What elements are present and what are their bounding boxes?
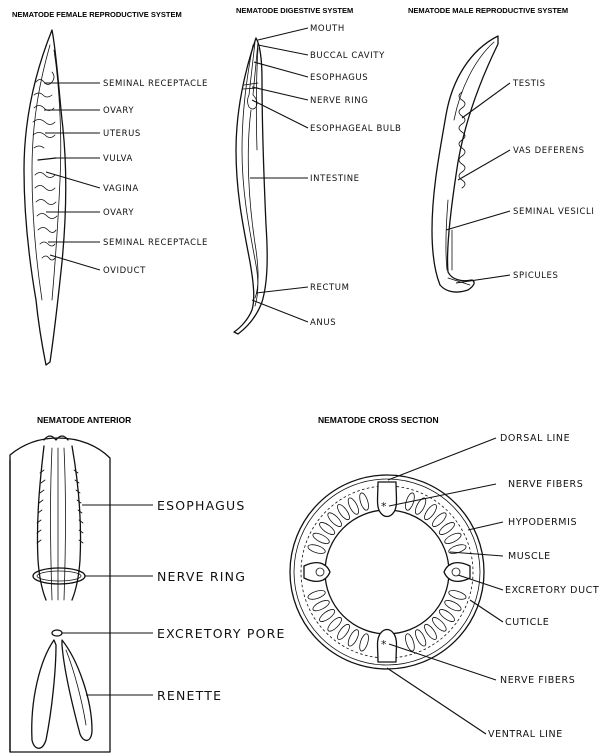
digestive-label-rectum: RECTUM xyxy=(310,283,350,293)
anterior-label-nerve-ring: NERVE RING xyxy=(157,569,246,584)
muscle-cell xyxy=(327,512,342,527)
digestive-system-panel: NEMATODE DIGESTIVE SYSTEM MOUTH BUCCAL C… xyxy=(233,6,401,335)
female-label-ovary-2: OVARY xyxy=(103,208,134,218)
male-reproductive-panel: NEMATODE MALE REPRODUCTIVE SYSTEM TESTIS… xyxy=(408,6,594,293)
anterior-label-renette: RENETTE xyxy=(157,688,222,703)
cross-label-hypodermis: HYPODERMIS xyxy=(508,517,577,528)
muscle-cell xyxy=(438,522,455,535)
digestive-label-leaders xyxy=(250,27,309,323)
cross-section-panel-title: NEMATODE CROSS SECTION xyxy=(318,415,439,425)
male-label-testis: TESTIS xyxy=(512,79,546,89)
male-worm-drawing xyxy=(431,35,499,293)
cross-label-nerve-fibers-1: NERVE FIBERS xyxy=(508,479,583,490)
anterior-label-excretory-pore: EXCRETORY PORE xyxy=(157,626,286,641)
muscle-cell xyxy=(337,504,350,521)
muscle-cell xyxy=(424,504,437,521)
muscle-cell xyxy=(337,623,350,640)
muscle-cell xyxy=(415,629,427,647)
muscle-cell xyxy=(319,609,336,622)
anterior-head-drawing xyxy=(9,435,111,753)
muscle-cell xyxy=(432,617,447,632)
muscle-cell xyxy=(327,617,342,632)
cross-section-panel: NEMATODE CROSS SECTION * * xyxy=(289,415,599,740)
female-label-oviduct: OVIDUCT xyxy=(103,266,146,276)
muscle-cells xyxy=(307,492,467,652)
anterior-panel-title: NEMATODE ANTERIOR xyxy=(37,415,131,425)
muscle-cell xyxy=(307,590,326,600)
muscle-cell xyxy=(444,600,462,612)
cross-label-nerve-fibers-2: NERVE FIBERS xyxy=(500,675,575,686)
male-label-spicules: SPICULES xyxy=(513,271,559,281)
digestive-label-mouth: MOUTH xyxy=(310,24,345,34)
female-label-ovary-1: OVARY xyxy=(103,106,134,116)
muscle-cell xyxy=(347,629,359,647)
muscle-cell xyxy=(405,633,415,652)
muscle-cell xyxy=(424,623,437,640)
cross-section-label-leaders xyxy=(386,437,504,735)
digestive-panel-title: NEMATODE DIGESTIVE SYSTEM xyxy=(236,6,353,15)
muscle-cell xyxy=(448,590,467,600)
digestive-label-buccal-cavity: BUCCAL CAVITY xyxy=(310,51,385,61)
muscle-cell xyxy=(319,522,336,535)
ventral-nerve-star: * xyxy=(381,638,387,651)
female-label-vagina: VAGINA xyxy=(103,184,139,194)
anterior-label-esophagus: ESOPHAGUS xyxy=(157,498,246,513)
muscle-cell xyxy=(307,544,326,554)
male-label-leaders xyxy=(445,82,511,284)
digestive-worm-drawing xyxy=(233,37,268,335)
digestive-label-esophagus: ESOPHAGUS xyxy=(310,73,368,83)
muscle-cell xyxy=(432,512,447,527)
dorsal-nerve-star: * xyxy=(381,500,387,513)
muscle-cell xyxy=(312,600,330,612)
cross-label-muscle: MUSCLE xyxy=(508,551,551,562)
digestive-label-nerve-ring: NERVE RING xyxy=(310,96,368,106)
male-panel-title: NEMATODE MALE REPRODUCTIVE SYSTEM xyxy=(408,6,568,15)
cross-label-ventral-line: VENTRAL LINE xyxy=(488,729,563,740)
anterior-panel: NEMATODE ANTERIOR xyxy=(9,415,286,753)
female-reproductive-panel: NEMATODE FEMALE REPRODUCTIVE SYSTEM SEMI… xyxy=(12,10,208,366)
female-label-seminal-receptacle-2: SEMINAL RECEPTACLE xyxy=(103,238,208,248)
female-label-vulva: VULVA xyxy=(103,154,133,164)
female-panel-title: NEMATODE FEMALE REPRODUCTIVE SYSTEM xyxy=(12,10,182,19)
female-label-leaders xyxy=(44,82,101,271)
cross-label-dorsal-line: DORSAL LINE xyxy=(500,433,570,444)
muscle-cell xyxy=(359,633,369,652)
anterior-label-leaders xyxy=(62,504,153,696)
female-label-seminal-receptacle-1: SEMINAL RECEPTACLE xyxy=(103,79,208,89)
muscle-cell xyxy=(347,497,359,515)
cross-section-drawing: * * xyxy=(289,474,485,670)
digestive-label-anus: ANUS xyxy=(310,318,336,328)
muscle-cell xyxy=(405,492,415,511)
male-label-seminal-vesicli: SEMINAL VESICLI xyxy=(513,207,594,217)
male-label-vas-deferens: VAS DEFERENS xyxy=(513,146,585,156)
female-worm-drawing xyxy=(23,29,67,366)
cross-label-cuticle: CUTICLE xyxy=(505,617,549,628)
muscle-cell xyxy=(359,492,369,511)
muscle-cell xyxy=(415,497,427,515)
digestive-label-intestine: INTESTINE xyxy=(310,174,360,184)
muscle-cell xyxy=(312,532,330,544)
cross-label-excretory-duct: EXCRETORY DUCT xyxy=(505,585,599,596)
muscle-cell xyxy=(444,532,462,544)
digestive-label-esophageal-bulb: ESOPHAGEAL BULB xyxy=(310,124,401,134)
female-label-uterus: UTERUS xyxy=(103,129,141,139)
muscle-cell xyxy=(438,609,455,622)
